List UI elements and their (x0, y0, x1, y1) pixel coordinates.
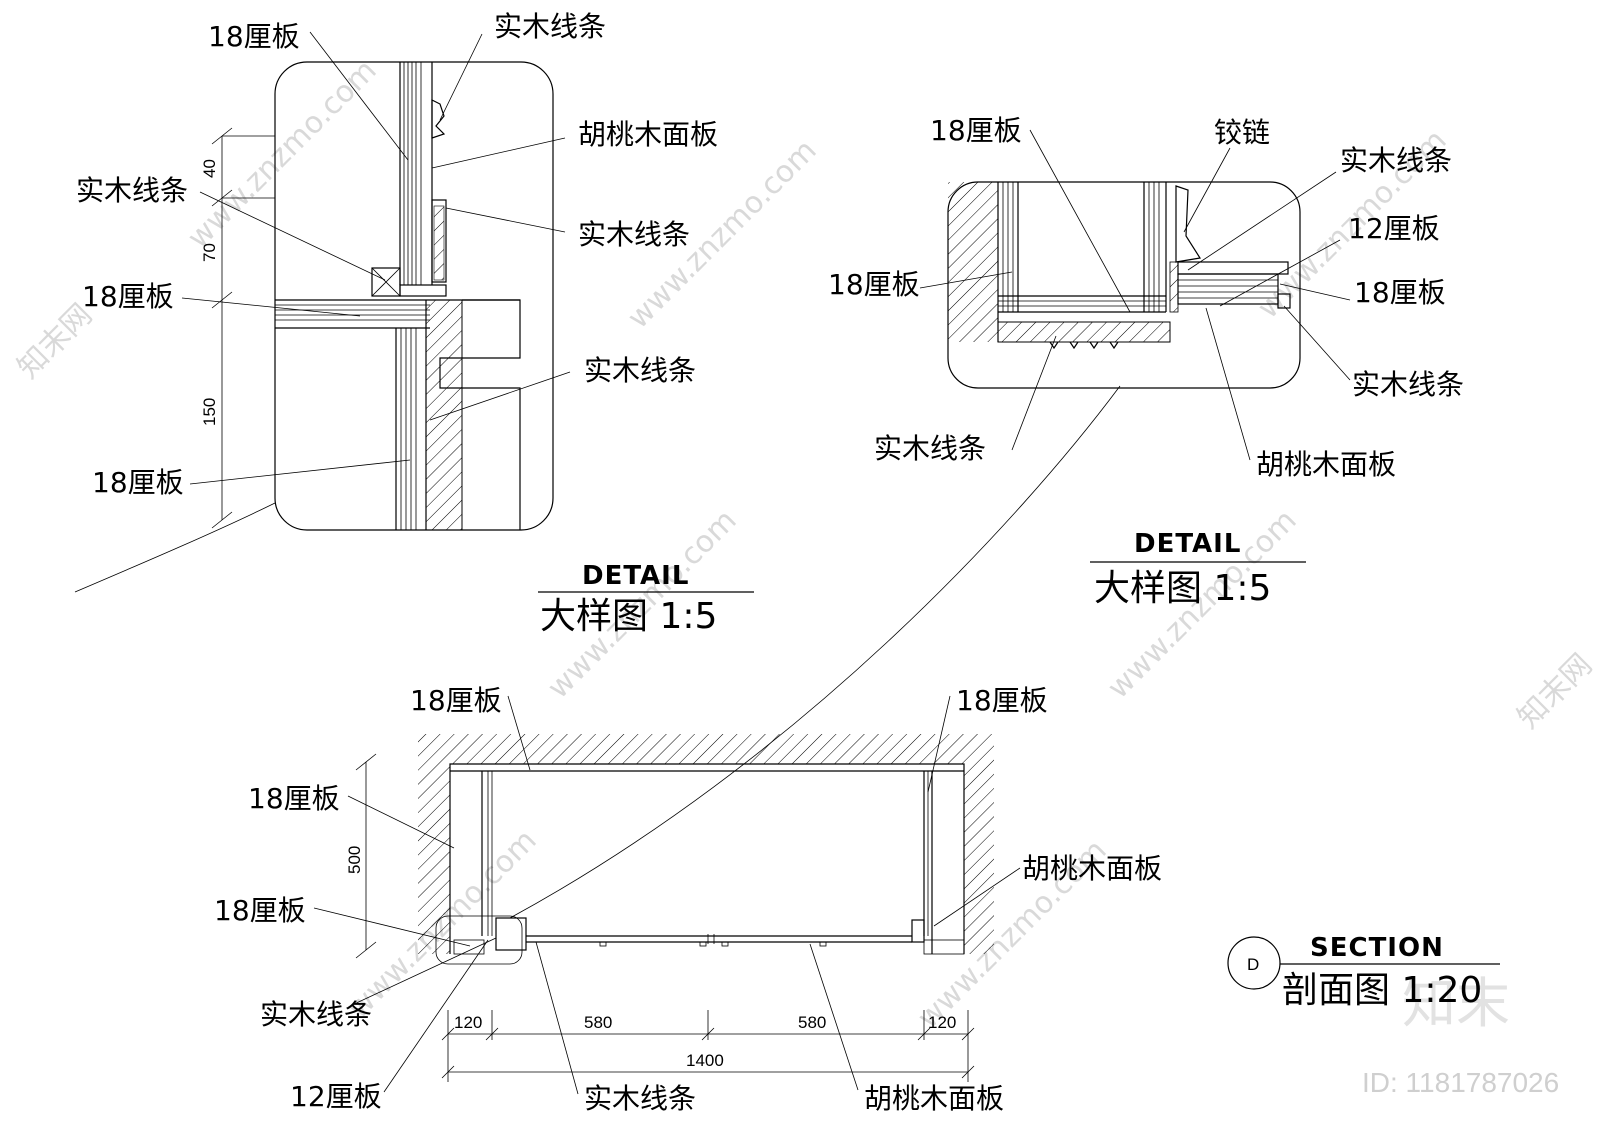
detail-1-title-cn: 大样图 1:5 (540, 596, 717, 637)
label-hinge: 铰链 (1214, 116, 1270, 149)
connector-arc-1 (74, 502, 276, 593)
label-solid-wood-strip: 实木线条 (260, 998, 372, 1031)
label-walnut-panel: 胡桃木面板 (1022, 852, 1162, 885)
label-18-board: 18厘板 (82, 280, 174, 313)
label-solid-wood-strip: 实木线条 (494, 10, 606, 43)
dim-580: 580 (584, 1013, 612, 1032)
label-walnut-panel: 胡桃木面板 (1256, 448, 1396, 481)
watermark-id: ID: 1181787026 (1362, 1067, 1559, 1098)
section-title-cn: 剖面图 1:20 (1282, 970, 1482, 1011)
label-12-board: 12厘板 (290, 1080, 382, 1113)
label-solid-wood-strip: 实木线条 (76, 174, 188, 207)
detail-2-title-en: DETAIL (1134, 529, 1241, 559)
label-walnut-panel: 胡桃木面板 (578, 118, 718, 151)
label-solid-wood-strip: 实木线条 (584, 1082, 696, 1115)
dim-150: 150 (200, 398, 219, 426)
dim-580: 580 (798, 1013, 826, 1032)
watermark-site: www.znzmo.com (181, 53, 384, 256)
label-18-board: 18厘板 (248, 782, 340, 815)
dim-120: 120 (454, 1013, 482, 1032)
label-walnut-panel: 胡桃木面板 (864, 1082, 1004, 1115)
label-18-board: 18厘板 (956, 684, 1048, 717)
label-solid-wood-strip: 实木线条 (874, 432, 986, 465)
dim-70: 70 (200, 243, 219, 262)
detail-1: 40 70 150 18厘板 实木线条 胡桃木面板 实木线条 实木线条 18厘板… (74, 10, 754, 637)
label-solid-wood-strip: 实木线条 (1352, 368, 1464, 401)
detail-2-frame (947, 181, 1301, 389)
detail-1-frame (274, 61, 554, 531)
watermark-brand: 知末网 (1511, 647, 1599, 735)
watermark-logo: 知末 (1402, 972, 1510, 1035)
detail-1-title-en: DETAIL (582, 561, 689, 591)
label-solid-wood-strip: 实木线条 (584, 354, 696, 387)
connector-arc-2 (509, 385, 1121, 919)
label-18-board: 18厘板 (1354, 276, 1446, 309)
detail-callout-circle (435, 915, 523, 965)
label-solid-wood-strip: 实木线条 (1340, 144, 1452, 177)
label-solid-wood-strip: 实木线条 (578, 218, 690, 251)
label-18-board: 18厘板 (214, 894, 306, 927)
dim-40: 40 (200, 159, 219, 178)
detail-2-title-cn: 大样图 1:5 (1094, 568, 1271, 609)
dim-500: 500 (345, 846, 364, 874)
section-title-en: SECTION (1310, 933, 1444, 963)
label-18-board: 18厘板 (930, 114, 1022, 147)
dim-120: 120 (928, 1013, 956, 1032)
dim-1400: 1400 (686, 1051, 724, 1070)
section-marker-circle (1227, 936, 1281, 990)
section-drawing: 500 120 580 580 120 1400 18厘板 18厘板 18厘 (214, 684, 1500, 1115)
section-marker-letter: D (1247, 955, 1259, 974)
label-18-board: 18厘板 (208, 20, 300, 53)
label-18-board: 18厘板 (410, 684, 502, 717)
label-12-board: 12厘板 (1348, 212, 1440, 245)
detail-2: 18厘板 铰链 实木线条 12厘板 18厘板 18厘板 实木线条 实木线条 胡桃… (509, 114, 1464, 919)
label-18-board: 18厘板 (92, 466, 184, 499)
label-18-board: 18厘板 (828, 268, 920, 301)
